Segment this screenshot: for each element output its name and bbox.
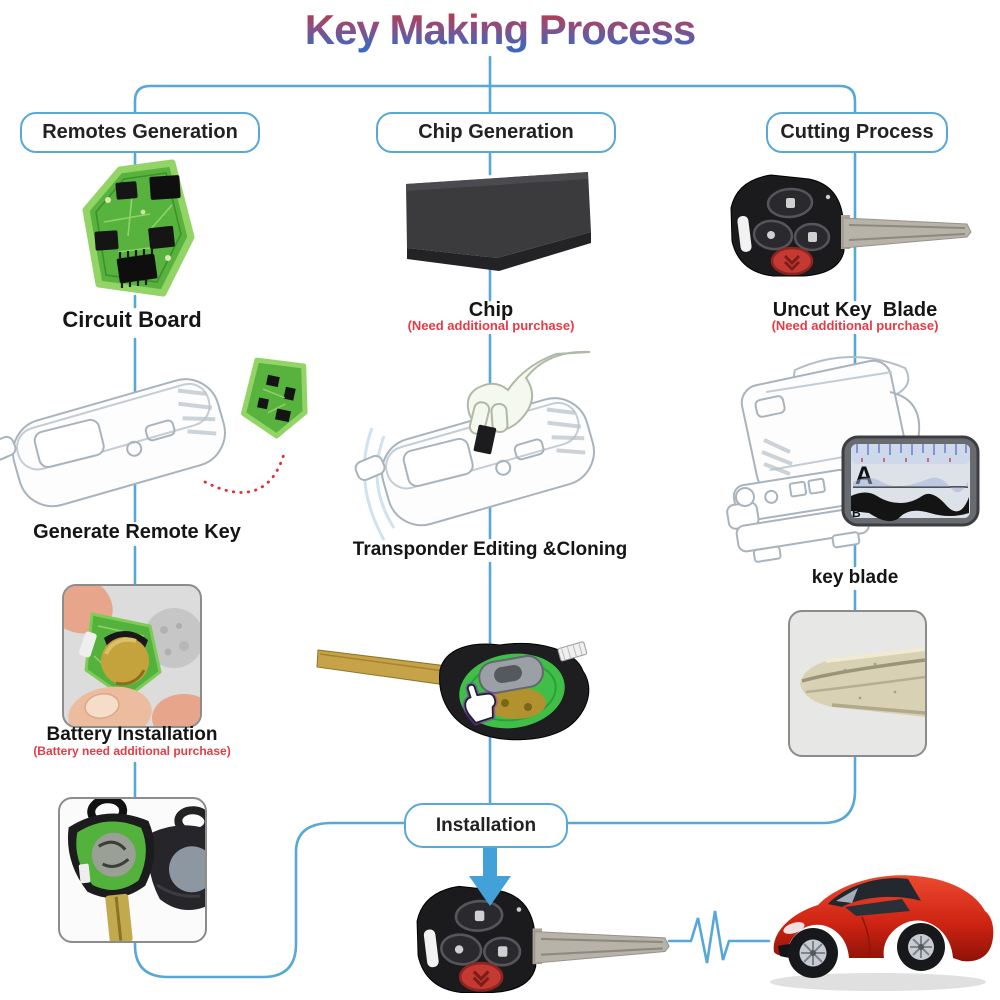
connector-right-to-installation — [563, 750, 857, 825]
key-blade-caption: key blade — [811, 567, 899, 588]
chip-generation-box: Chip Generation — [376, 112, 616, 153]
uncut-key-blade-caption: Uncut Key Blade — [772, 299, 938, 321]
cutting-machine-image: A B — [726, 356, 980, 563]
final-key-image — [415, 884, 671, 995]
red-dotted-arrow — [203, 448, 287, 494]
down-arrow-icon — [469, 844, 511, 906]
car-rear-wheel — [897, 923, 945, 971]
remotes-generation-label: Remotes Generation — [42, 121, 238, 143]
remotes-generation-box: Remotes Generation — [20, 112, 260, 153]
chip-caption: Chip — [468, 299, 514, 321]
connector-installation-to-keys — [133, 821, 406, 979]
gauge-letter-b: B — [852, 506, 861, 520]
key-assembly-image — [316, 641, 590, 741]
installation-label: Installation — [435, 814, 537, 836]
chip-purchase-note: (Need additional purchase) — [407, 318, 575, 333]
bitting-gauge-panel: A B — [841, 435, 980, 527]
car-front-wheel — [788, 928, 838, 978]
transponder-editing-image — [348, 350, 604, 542]
circuit-board-image — [82, 159, 195, 297]
hand-cursor-icon — [462, 682, 498, 726]
connector-heartbeat — [667, 910, 771, 964]
page-title: Key Making Process — [304, 6, 697, 53]
cut-key-blade-photo — [788, 610, 927, 757]
chip-image — [406, 172, 591, 271]
keys-installation-photo — [58, 797, 207, 943]
cutting-process-label: Cutting Process — [780, 121, 934, 143]
transponder-editing-caption: Transponder Editing &Cloning — [352, 539, 628, 560]
circuit-board-caption: Circuit Board — [62, 307, 202, 332]
generate-remote-key-caption: Generate Remote Key — [33, 521, 241, 543]
generate-remote-key-image — [0, 357, 308, 523]
cutting-process-box: Cutting Process — [766, 112, 948, 153]
installation-box: Installation — [404, 803, 568, 848]
connector-top-rail — [133, 84, 857, 115]
car-image — [770, 875, 994, 991]
chip-generation-label: Chip Generation — [418, 121, 574, 143]
battery-purchase-note: (Battery need additional purchase) — [33, 744, 231, 758]
uncut-key-image — [729, 173, 973, 278]
battery-installation-caption: Battery Installation — [46, 724, 218, 745]
uncut-key-purchase-note: (Need additional purchase) — [771, 318, 939, 333]
battery-installation-photo — [62, 584, 202, 728]
